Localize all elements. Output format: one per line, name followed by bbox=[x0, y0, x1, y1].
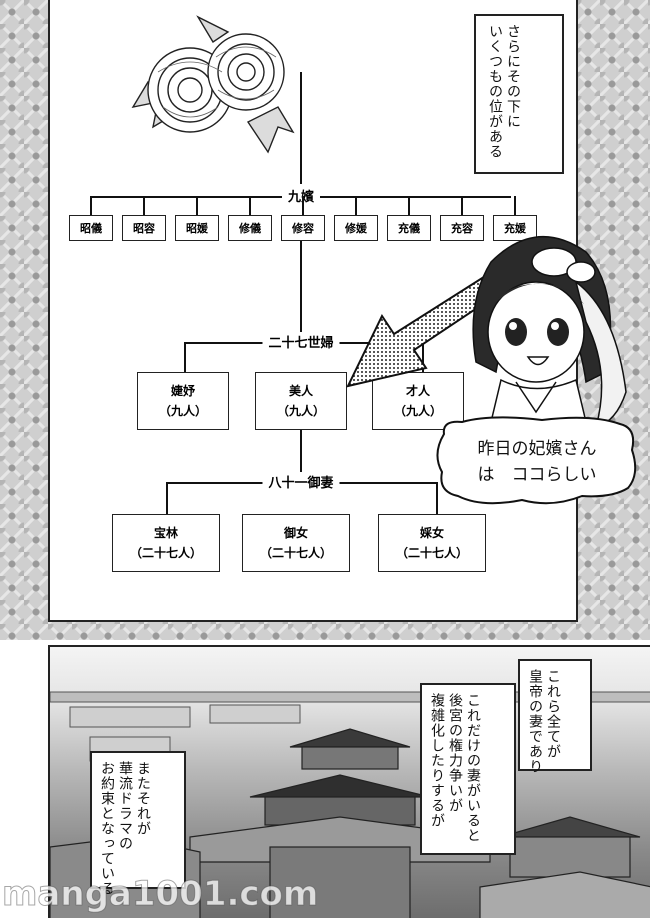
tier1-rank-box: 修儀 bbox=[228, 215, 272, 241]
tier1-drop bbox=[196, 196, 198, 215]
tier3-rank-box: 婇女 （二十七人） bbox=[378, 514, 486, 572]
caption-box-top: さらにその下に いくつもの位がある bbox=[474, 14, 564, 174]
tier2-rank-box: 美人 （九人） bbox=[255, 372, 347, 430]
panel-bottom: これら全てが 皇帝の妻であり これだけの妻がいると 後宮の権力争いが 複雑化した… bbox=[48, 645, 650, 918]
tier1-drop bbox=[249, 196, 251, 215]
tier2-drop bbox=[184, 342, 186, 372]
tier2-rank-name: 美人 bbox=[288, 384, 313, 398]
tier1-rank-box: 修媛 bbox=[334, 215, 378, 241]
tier2-rank-count: （九人） bbox=[276, 404, 325, 418]
tier3-rank-count: （二十七人） bbox=[395, 546, 468, 560]
tier1-rank-box: 昭媛 bbox=[175, 215, 219, 241]
tier1-drop bbox=[355, 196, 357, 215]
tier3-drop bbox=[436, 482, 438, 514]
tier2-rank-name: 婕妤 bbox=[170, 384, 195, 398]
tier3-rank-name: 宝林 bbox=[153, 526, 178, 540]
speech-line-2: は ココらしい bbox=[477, 465, 597, 485]
tier1-rank-box: 充容 bbox=[440, 215, 484, 241]
tier1-drop bbox=[143, 196, 145, 215]
tier1-label: 九嬪 bbox=[281, 186, 321, 205]
tier1-drop bbox=[514, 196, 516, 215]
tier1-drop bbox=[461, 196, 463, 215]
caption-text-middle: これだけの妻がいると 後宮の権力争いが 複雑化したりするが bbox=[429, 693, 481, 843]
tier2-rank-count: （九人） bbox=[393, 404, 442, 418]
caption-box-middle: これだけの妻がいると 後宮の権力争いが 複雑化したりするが bbox=[420, 683, 516, 855]
tier1-drop bbox=[302, 196, 304, 215]
tier2-rank-count: （九人） bbox=[158, 404, 207, 418]
tier2-rank-name: 才人 bbox=[405, 384, 430, 398]
tier3-drop bbox=[166, 482, 168, 514]
tier3-rank-count: （二十七人） bbox=[259, 546, 332, 560]
caption-text-right: これら全てが 皇帝の妻であり bbox=[527, 669, 561, 774]
palace-cityscape-illustration bbox=[50, 691, 650, 918]
caption-box-right: これら全てが 皇帝の妻であり bbox=[518, 659, 592, 774]
tier1-rank-box: 修容 bbox=[281, 215, 325, 241]
speech-bubble: 昨日の妃嬪さん は ココらしい bbox=[432, 414, 642, 510]
tier1-rank-box: 昭容 bbox=[122, 215, 166, 241]
tier1-rank-box: 充媛 bbox=[493, 215, 537, 241]
tier1-rank-box: 充儀 bbox=[387, 215, 431, 241]
tier3-rank-box: 御女 （二十七人） bbox=[242, 514, 350, 572]
speech-bubble-shape bbox=[436, 416, 637, 505]
tier1-drop bbox=[90, 196, 92, 215]
girl-character-illustration bbox=[472, 235, 627, 429]
tier2-drop bbox=[422, 342, 424, 372]
tier1-drop bbox=[408, 196, 410, 215]
chart-trunk-line bbox=[300, 418, 302, 480]
tier3-rank-name: 御女 bbox=[283, 526, 308, 540]
speech-line-1: 昨日の妃嬪さん bbox=[477, 439, 597, 459]
tier2-rank-box: 才人 （九人） bbox=[372, 372, 464, 430]
caption-text-top: さらにその下に いくつもの位がある bbox=[487, 24, 521, 159]
tier3-rank-box: 宝林 （二十七人） bbox=[112, 514, 220, 572]
tier1-rank-box: 昭儀 bbox=[69, 215, 113, 241]
caption-text-left: またそれが 華流ドラマの お約束となっている bbox=[99, 761, 151, 896]
tier2-rank-box: 婕妤 （九人） bbox=[137, 372, 229, 430]
tier3-rank-name: 婇女 bbox=[419, 526, 444, 540]
chart-trunk-line bbox=[300, 72, 302, 184]
peony-flower-illustration bbox=[131, 15, 295, 154]
tier3-label: 八十一御妻 bbox=[262, 472, 340, 491]
chart-trunk-line bbox=[300, 236, 302, 336]
tier2-label: 二十七世婦 bbox=[262, 332, 340, 351]
caption-box-left: またそれが 華流ドラマの お約束となっている bbox=[90, 751, 186, 896]
site-watermark: manga1001.com bbox=[1, 874, 319, 915]
tier3-rank-count: （二十七人） bbox=[129, 546, 202, 560]
